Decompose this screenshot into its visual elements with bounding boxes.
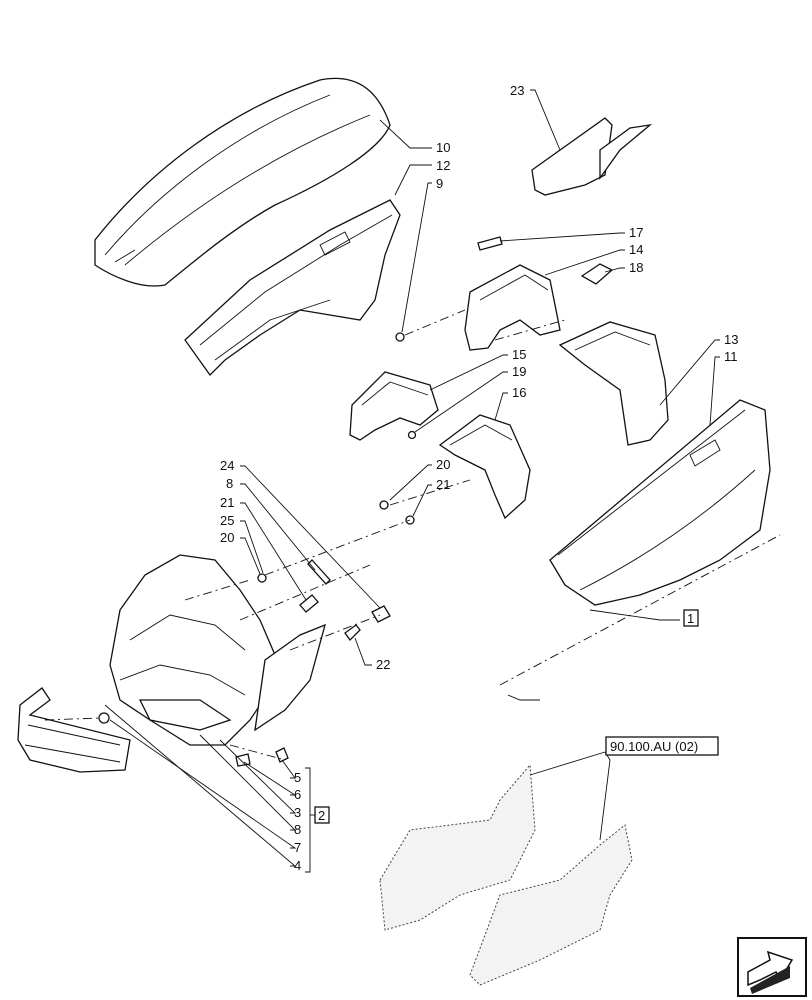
callout-12: 12 [436,158,450,173]
stud-22-part [344,624,361,642]
callout-5: 5 [294,770,301,785]
callout-18: 18 [629,260,643,275]
clip-24-part [371,605,391,623]
callout-10: 10 [436,140,450,155]
callout-8-lower: 8 [294,822,301,837]
reference-box [605,736,719,756]
callout-21: 21 [436,477,450,492]
callout-6: 6 [294,787,301,802]
callout-box-2 [314,806,330,824]
clip-17-part [477,236,503,251]
callout-13: 13 [724,332,738,347]
callout-17: 17 [629,225,643,240]
alignment-lines [44,309,781,761]
callout-21-lower: 21 [220,495,234,510]
nut-7-part [98,712,110,724]
bolt-9-part [395,332,405,342]
callout-4: 4 [294,858,301,873]
bracket-15-part [349,371,439,441]
small-panel-part [531,117,653,196]
callout-24: 24 [220,458,234,473]
inner-fender-right-part [469,824,633,986]
callout-19: 19 [512,364,526,379]
reference-90-100-au: 90.100.AU (02) [610,739,698,754]
front-nose-assembly-part [109,554,326,746]
side-panel-right-part [549,399,771,606]
bolt-25-part [299,594,319,613]
callout-20-lower: 20 [220,530,234,545]
callout-14: 14 [629,242,643,257]
leader-lines [104,89,720,873]
callout-1: 1 [687,611,694,626]
callout-23: 23 [510,83,524,98]
callout-25: 25 [220,513,234,528]
clip-6-part [235,753,251,767]
lamp-lens-part [17,687,131,773]
callout-7: 7 [294,840,301,855]
callout-11: 11 [724,349,738,364]
bolt-20b-part [257,573,267,583]
callout-2: 2 [318,808,325,823]
next-page-arrow-icon[interactable] [737,937,807,997]
callout-labels: 23 10 12 9 17 14 18 13 11 15 19 16 20 21… [220,83,738,873]
bracket-18-part [580,263,614,285]
rear-support-13-part [558,321,669,446]
callout-3: 3 [294,805,301,820]
side-frame-left-part [184,199,401,377]
callout-8-upper: 8 [226,476,233,491]
bracket-16-part [438,414,531,520]
hood-top-part [94,77,391,287]
bolt-20-part [379,500,389,510]
clip-5-part [275,747,289,763]
callout-15: 15 [512,347,526,362]
inner-fender-left-part [379,763,536,931]
rod-24-part [307,559,331,585]
callout-box-1 [683,609,699,627]
callout-22: 22 [376,657,390,672]
callout-9: 9 [436,176,443,191]
bolt-19-part [407,430,417,440]
callout-16: 16 [512,385,526,400]
callout-20: 20 [436,457,450,472]
bracket-14-part [464,264,561,351]
